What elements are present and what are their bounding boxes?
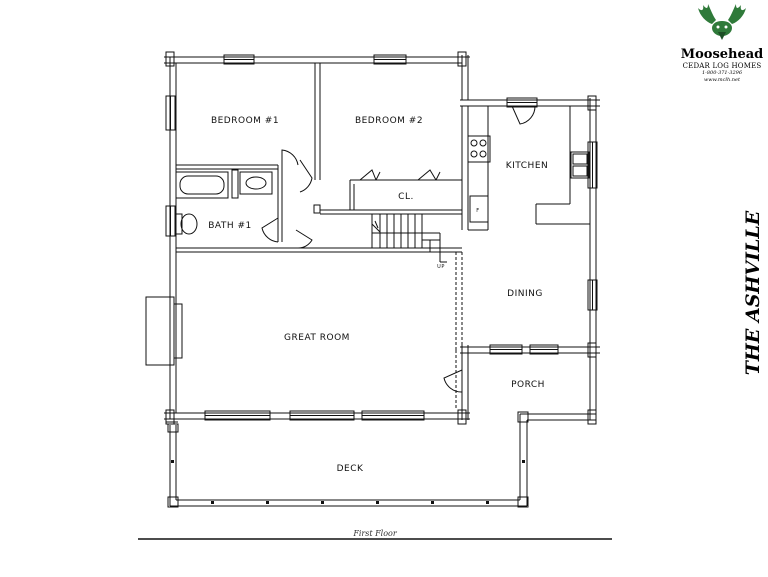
brand-phone: 1-800-371-3296	[701, 70, 743, 76]
room-label-dining: DINING	[507, 289, 543, 299]
fridge-label: F	[476, 208, 479, 214]
staircase	[371, 214, 462, 263]
room-label-great-room: GREAT ROOM	[284, 333, 350, 343]
room-label-bath1: BATH #1	[208, 221, 252, 231]
floor-caption: First Floor	[352, 529, 398, 538]
bath-fixtures	[175, 169, 273, 235]
dashed-openings	[282, 247, 463, 410]
doors	[261, 105, 536, 393]
room-label-deck: DECK	[337, 464, 364, 474]
brand-name: Moosehead	[680, 47, 764, 62]
fireplace	[145, 296, 183, 366]
windows	[165, 54, 598, 421]
plan-title: THE ASHVILLE	[738, 208, 768, 378]
moose-logo-icon	[698, 4, 746, 40]
room-label-kitchen: KITCHEN	[506, 161, 549, 171]
railing-posts	[171, 460, 525, 504]
room-label-closet: CL.	[398, 192, 414, 202]
room-label-bedroom1: BEDROOM #1	[211, 116, 279, 126]
plan-title-text: THE ASHVILLE	[742, 210, 764, 376]
brand-website: www.mclh.net	[704, 77, 740, 83]
room-label-porch: PORCH	[511, 380, 545, 390]
brand-block: Moosehead CEDAR LOG HOMES 1-800-371-3296…	[676, 2, 768, 84]
room-label-bedroom2: BEDROOM #2	[355, 116, 423, 126]
kitchen-fixtures	[467, 106, 590, 231]
log-corners	[165, 51, 597, 425]
brand-subtitle: CEDAR LOG HOMES	[682, 62, 762, 70]
stair-up-label: UP	[437, 264, 445, 270]
deck-railing	[166, 411, 596, 508]
